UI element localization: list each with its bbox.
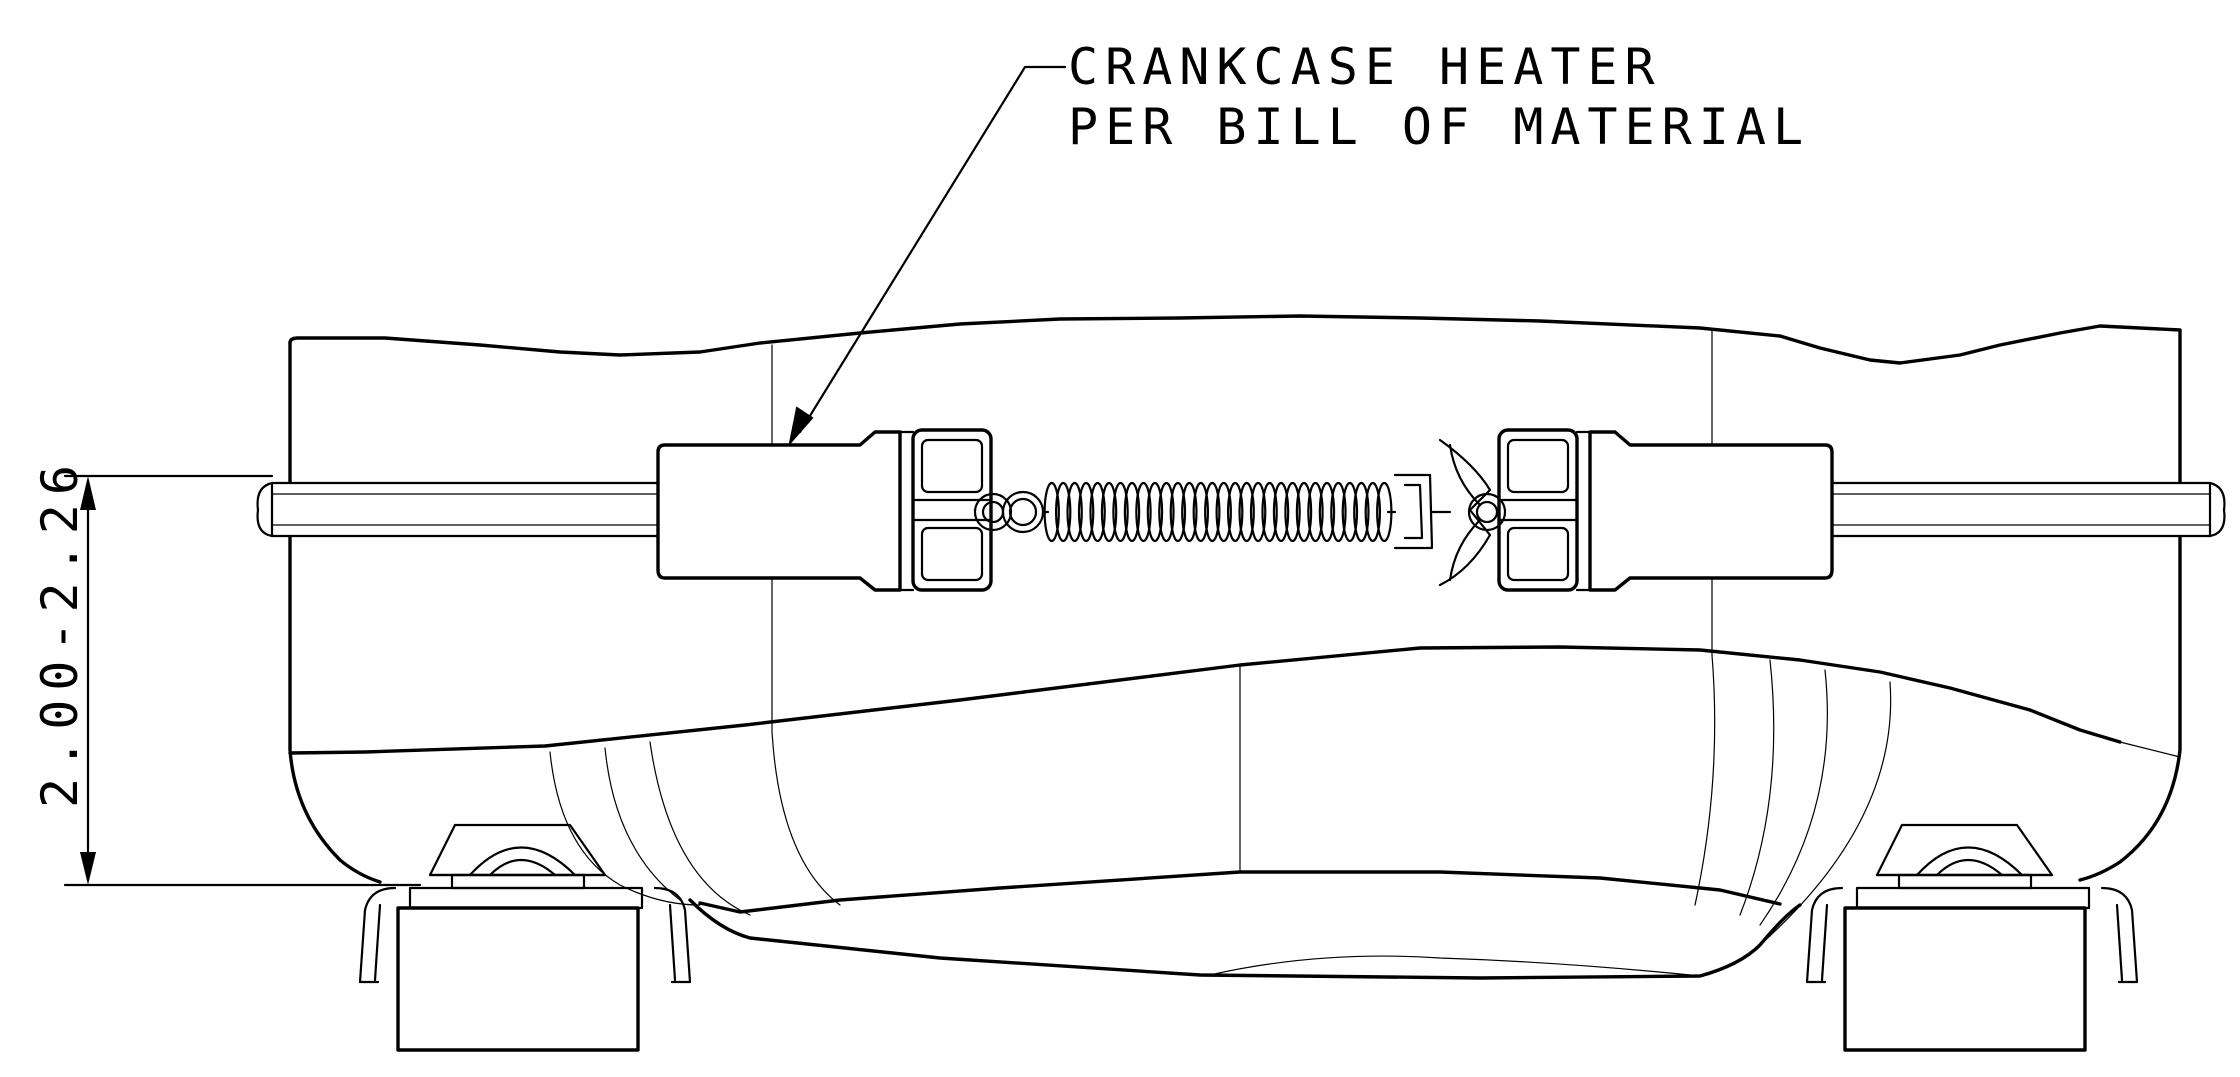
tension-spring [973, 438, 1507, 587]
heater-band [256, 481, 2226, 538]
spring-coils [1041, 481, 1397, 543]
spring-coil [1112, 481, 1129, 543]
spring-coil [1318, 481, 1336, 543]
spring-coil [1364, 481, 1382, 543]
right-mounting-foot [1805, 823, 2139, 1052]
spring-coil [1077, 481, 1095, 543]
left-mounting-foot [358, 823, 692, 1052]
heater-right-block [1497, 428, 1834, 592]
spring-coil [1307, 481, 1324, 543]
spring-coil [1353, 481, 1370, 543]
spring-coil [1066, 481, 1083, 543]
spring-coil [1123, 481, 1141, 543]
spring-coil [1204, 481, 1221, 543]
callout-leader [788, 65, 1067, 447]
spring-coil [1146, 481, 1164, 543]
spring-coil [1261, 481, 1278, 543]
spring-coil [1181, 481, 1198, 543]
spring-coil [1330, 481, 1347, 543]
spring-coil [1158, 481, 1175, 543]
compressor-body [288, 314, 2182, 980]
spring-coil [1226, 481, 1244, 543]
spring-coil [1272, 481, 1290, 543]
spring-coil [1054, 481, 1072, 543]
spring-coil [1249, 481, 1267, 543]
spring-coil [1238, 481, 1255, 543]
spring-coil [1169, 481, 1187, 543]
spring-coil [1135, 481, 1152, 543]
spring-coil [1089, 481, 1106, 543]
spring-coil [1284, 481, 1301, 543]
callout-line-1: CRANKCASE HEATER [1068, 38, 1662, 96]
dimension-markers [63, 474, 422, 887]
dimension-label: 2.00-2.26 [31, 456, 89, 808]
heater-left-block [656, 428, 993, 592]
spring-coil [1192, 481, 1210, 543]
spring-coil [1341, 481, 1359, 543]
spring-coil [1215, 481, 1232, 543]
callout-line-2: PER BILL OF MATERIAL [1068, 98, 1810, 156]
spring-coil [1295, 481, 1313, 543]
spring-coil [1100, 481, 1118, 543]
